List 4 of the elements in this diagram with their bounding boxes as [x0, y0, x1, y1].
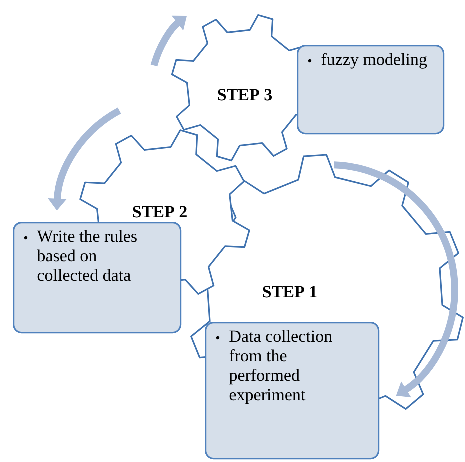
text-box: Data collection from the performed experiment	[205, 322, 380, 460]
text-box: fuzzy modeling	[297, 45, 445, 135]
text-box: Write the rules based on collected data	[13, 222, 182, 334]
gear: STEP 3	[171, 14, 319, 162]
